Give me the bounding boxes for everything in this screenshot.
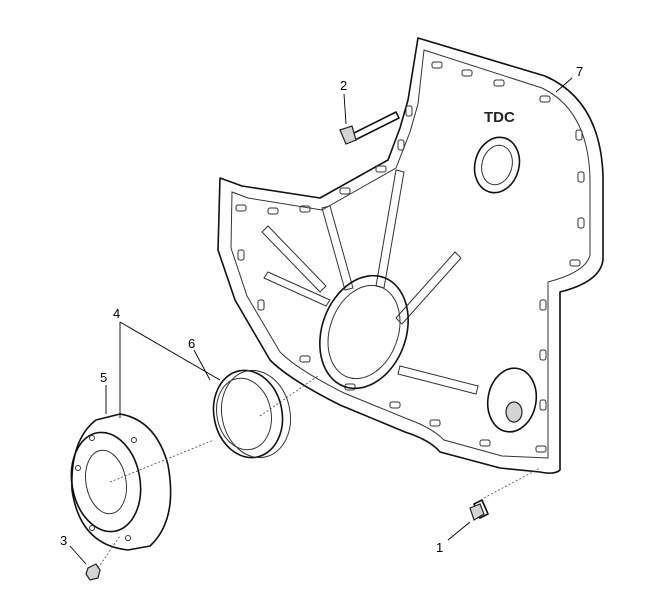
bolt-upper xyxy=(339,111,400,145)
tdc-marking: TDC xyxy=(484,109,515,126)
cover-bolt-bosses xyxy=(235,61,585,453)
callout-3: 3 xyxy=(60,533,67,548)
oil-seal xyxy=(212,369,291,459)
lower-boss xyxy=(486,367,538,433)
cover-ribs xyxy=(261,169,479,395)
callout-5: 5 xyxy=(100,370,107,385)
nut xyxy=(85,563,101,581)
gear-cover: TDC xyxy=(217,37,604,474)
seal-bore xyxy=(473,136,521,194)
bolt-lower xyxy=(469,499,489,521)
callout-4: 4 xyxy=(113,306,120,321)
callout-1: 1 xyxy=(436,540,443,555)
seal-carrier xyxy=(70,413,172,551)
callout-6: 6 xyxy=(188,336,195,351)
callout-7: 7 xyxy=(576,64,583,79)
crankshaft-bore xyxy=(319,274,409,390)
callout-2: 2 xyxy=(340,78,347,93)
leader-lines xyxy=(69,77,573,565)
